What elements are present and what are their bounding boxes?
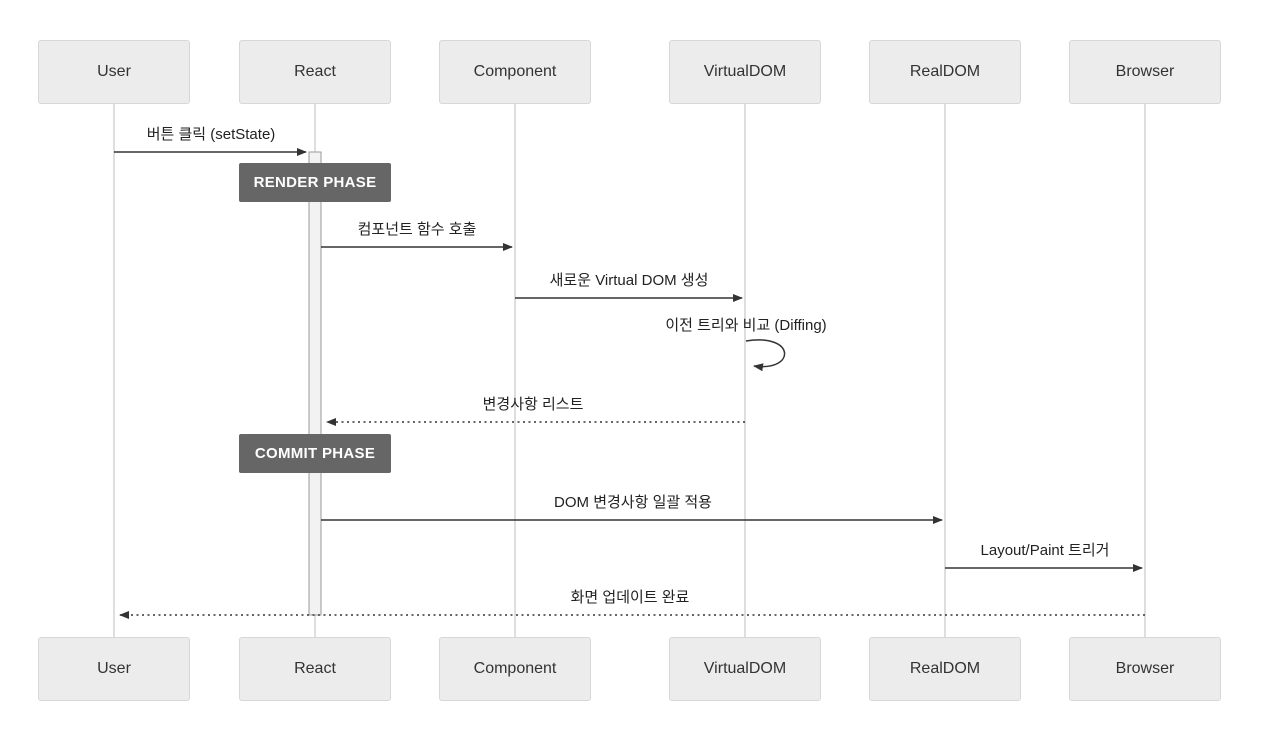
participant-label: Component [473,660,557,677]
message-label-change-list: 변경사항 리스트 [482,396,584,413]
participant-label: User [97,660,131,677]
participant-box-react-top: React [239,40,391,104]
participant-label: VirtualDOM [703,63,787,80]
phase-banner-commit: COMMIT PHASE [239,434,391,473]
participant-label: User [97,63,131,80]
arrow-diffing-self-loop [745,339,786,372]
participant-box-realdom-top: RealDOM [869,40,1021,104]
participant-box-virtualdom-top: VirtualDOM [669,40,821,104]
participant-box-user-bottom: User [38,637,190,701]
participant-label: RealDOM [909,63,981,80]
participant-box-user-top: User [38,40,190,104]
participant-label: Browser [1115,660,1175,677]
participant-box-realdom-bottom: RealDOM [869,637,1021,701]
phase-label: COMMIT PHASE [254,445,376,462]
participant-box-react-bottom: React [239,637,391,701]
participant-label: Browser [1115,63,1175,80]
phase-label: RENDER PHASE [253,174,377,191]
message-label-create-virtual-dom: 새로운 Virtual DOM 생성 [549,272,709,289]
message-label-diffing: 이전 트리와 비교 (Diffing) [665,317,827,334]
message-label-button-click: 버튼 클릭 (setState) [146,126,276,143]
message-label-screen-update: 화면 업데이트 완료 [570,589,690,606]
participant-label: VirtualDOM [703,660,787,677]
message-label-layout-paint: Layout/Paint 트리거 [980,542,1110,559]
participant-label: RealDOM [909,660,981,677]
participant-label: React [294,63,336,80]
message-label-component-call: 컴포넌트 함수 호출 [357,221,477,238]
participant-label: Component [473,63,557,80]
message-label-apply-dom-changes: DOM 변경사항 일괄 적용 [554,494,712,511]
participant-box-browser-top: Browser [1069,40,1221,104]
participant-box-component-top: Component [439,40,591,104]
participant-box-component-bottom: Component [439,637,591,701]
participant-label: React [294,660,336,677]
participant-box-virtualdom-bottom: VirtualDOM [669,637,821,701]
participant-box-browser-bottom: Browser [1069,637,1221,701]
phase-banner-render: RENDER PHASE [239,163,391,202]
activation-bar-react [308,151,322,616]
